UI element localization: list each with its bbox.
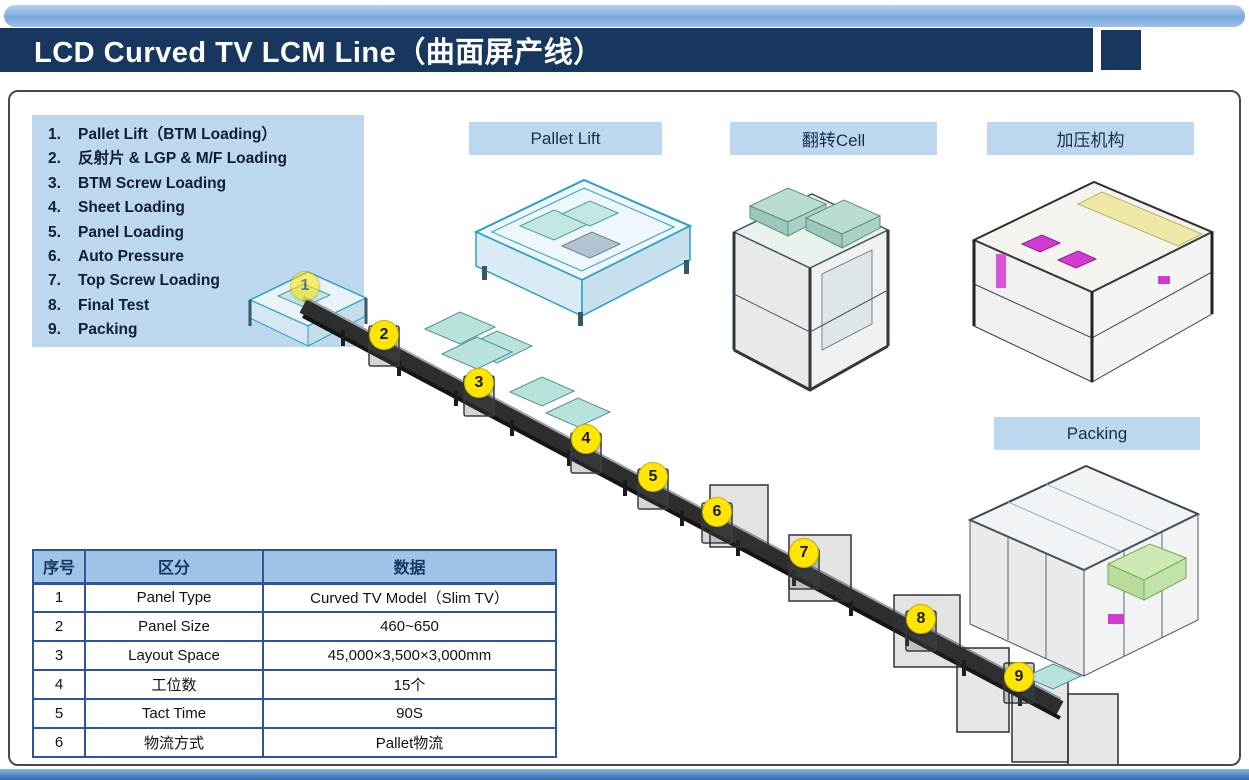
step-number: 2. (48, 150, 61, 168)
btm-loading-machine-illustration (248, 271, 368, 347)
main-panel: 1. Pallet Lift（BTM Loading） 2. 反射片 & LGP &… (8, 90, 1241, 766)
title-accent-square (1101, 30, 1141, 70)
line-step-marker-8: 8 (906, 604, 936, 634)
step-label: BTM Screw Loading (78, 174, 227, 192)
line-step-marker-1: 1 (290, 271, 320, 301)
spec-table: 序号 区分 数据 1 Panel Type Curved TV Model（Sl… (32, 549, 557, 758)
table-header-cell: 序号 (32, 549, 86, 585)
step-number: 3. (48, 174, 61, 192)
table-cell: Panel Size (84, 611, 264, 642)
table-cell: 5 (32, 698, 86, 729)
process-list-item: 4. Sheet Loading (48, 196, 364, 220)
step-label: Top Screw Loading (78, 272, 220, 290)
station-label-pallet-lift: Pallet Lift (469, 122, 662, 155)
step-number: 5. (48, 223, 61, 241)
table-row: 1 Panel Type Curved TV Model（Slim TV） (32, 582, 557, 613)
flip-cell-machine-illustration (732, 187, 890, 392)
step-number: 6. (48, 248, 61, 266)
table-header-cell: 数据 (262, 549, 557, 585)
process-step-list: 1. Pallet Lift（BTM Loading） 2. 反射片 & LGP &… (32, 115, 364, 347)
table-cell: 45,000×3,500×3,000mm (262, 640, 557, 671)
step-label: Sheet Loading (78, 199, 185, 217)
process-list-item: 3. BTM Screw Loading (48, 172, 364, 196)
table-cell: 6 (32, 727, 86, 758)
table-cell: 4 (32, 669, 86, 700)
table-row: 2 Panel Size 460~650 (32, 611, 557, 642)
line-step-marker-6: 6 (702, 497, 732, 527)
table-cell: 工位数 (84, 669, 264, 700)
table-cell: Layout Space (84, 640, 264, 671)
line-step-marker-9: 9 (1004, 662, 1034, 692)
line-step-marker-4: 4 (571, 424, 601, 454)
step-number: 4. (48, 199, 61, 217)
pallet-lift-machine-illustration (473, 178, 693, 326)
table-cell: 2 (32, 611, 86, 642)
process-list-item: 5. Panel Loading (48, 221, 364, 245)
table-cell: Pallet物流 (262, 727, 557, 758)
step-number: 7. (48, 272, 61, 290)
table-cell: 1 (32, 582, 86, 613)
step-label: Packing (78, 321, 138, 339)
packing-machine-illustration (967, 464, 1201, 677)
process-list-item: 8. Final Test (48, 294, 364, 318)
table-cell: 90S (262, 698, 557, 729)
table-row: 4 工位数 15个 (32, 669, 557, 700)
process-list-item: 1. Pallet Lift（BTM Loading） (48, 123, 364, 147)
page-title: LCD Curved TV LCM Line（曲面屏产线） (34, 37, 603, 69)
station-label-flip-cell: 翻转Cell (730, 122, 937, 155)
step-label: 反射片 & LGP & M/F Loading (78, 150, 287, 168)
table-cell: Panel Type (84, 582, 264, 613)
table-cell: 460~650 (262, 611, 557, 642)
step-label: Pallet Lift（BTM Loading） (78, 126, 277, 143)
process-list-item: 2. 反射片 & LGP & M/F Loading (48, 147, 364, 171)
station-label-pressure-unit: 加压机构 (987, 122, 1194, 155)
line-step-marker-5: 5 (638, 462, 668, 492)
table-cell: Curved TV Model（Slim TV） (262, 582, 557, 613)
step-number: 9. (48, 321, 61, 339)
process-list-item: 9. Packing (48, 318, 364, 342)
bottom-accent-bar (0, 769, 1249, 780)
step-label: Panel Loading (78, 223, 184, 241)
step-number: 1. (48, 126, 61, 143)
line-step-marker-3: 3 (464, 368, 494, 398)
table-row: 6 物流方式 Pallet物流 (32, 727, 557, 758)
pressure-unit-machine-illustration (971, 180, 1215, 383)
line-step-marker-2: 2 (369, 320, 399, 350)
step-number: 8. (48, 296, 61, 314)
table-cell: 15个 (262, 669, 557, 700)
process-list-item: 6. Auto Pressure (48, 245, 364, 269)
table-row: 5 Tact Time 90S (32, 698, 557, 729)
table-row: 3 Layout Space 45,000×3,500×3,000mm (32, 640, 557, 671)
line-step-marker-7: 7 (789, 538, 819, 568)
table-header-row: 序号 区分 数据 (32, 549, 557, 585)
table-cell: 3 (32, 640, 86, 671)
table-header-cell: 区分 (84, 549, 264, 585)
step-label: Auto Pressure (78, 248, 184, 266)
table-cell: 物流方式 (84, 727, 264, 758)
top-accent-bar (4, 5, 1245, 27)
process-list-item: 7. Top Screw Loading (48, 269, 364, 293)
table-cell: Tact Time (84, 698, 264, 729)
step-label: Final Test (78, 296, 150, 314)
station-label-packing: Packing (994, 417, 1200, 450)
title-bar: LCD Curved TV LCM Line（曲面屏产线） (0, 28, 1093, 72)
